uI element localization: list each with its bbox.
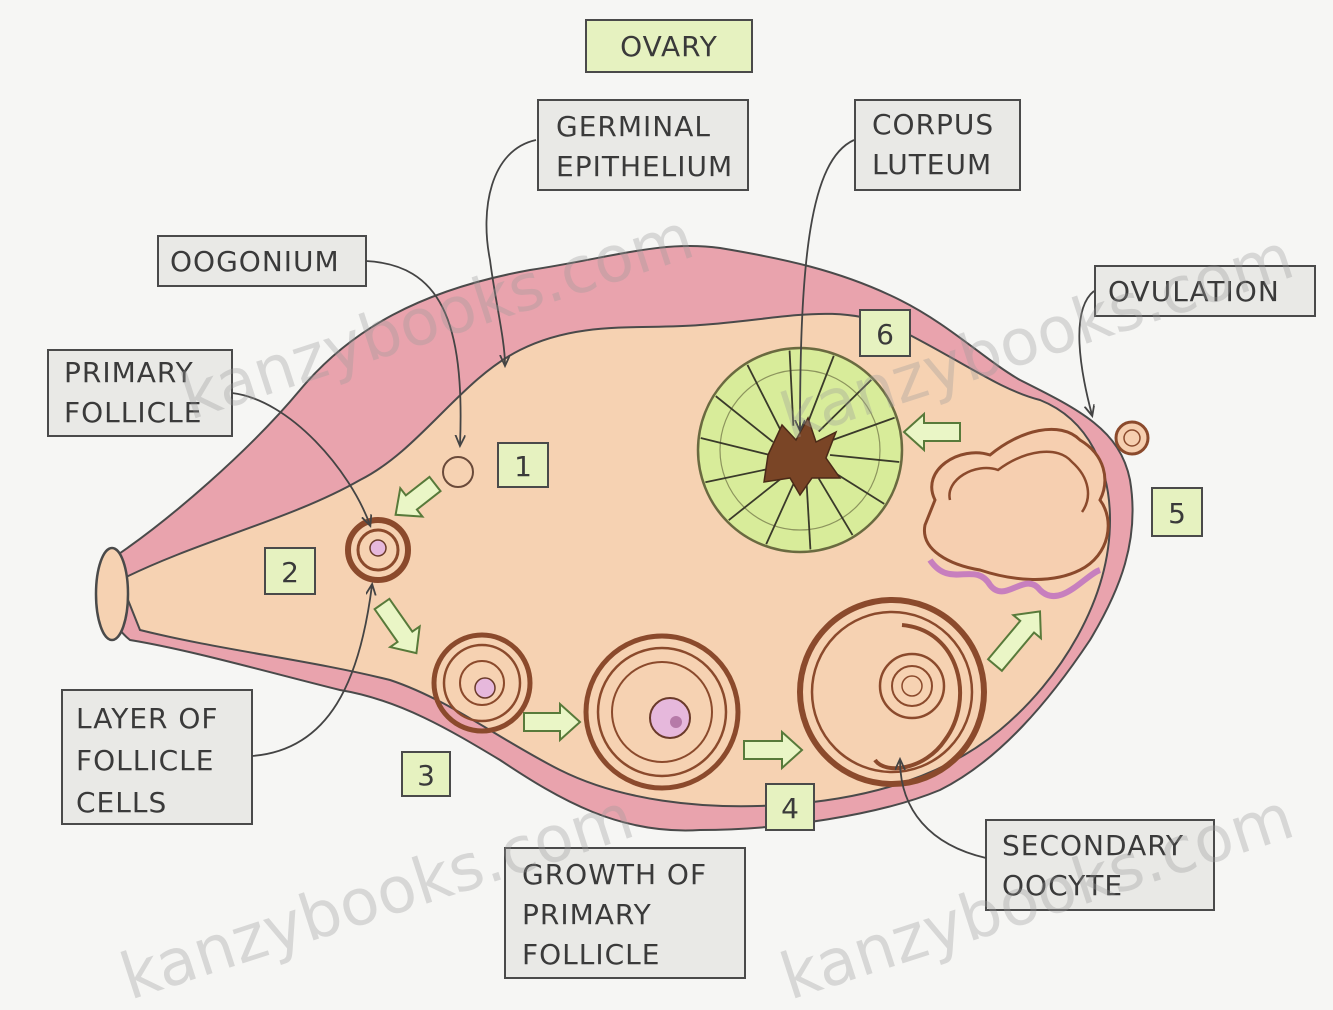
label-line: OOGONIUM [170,245,340,278]
title-box: OVARY [586,20,752,72]
label-line: GERMINAL [556,110,711,143]
step-number: 3 [417,759,435,792]
title-text: OVARY [620,30,718,63]
step-box-4: 4 [766,784,814,830]
step-box-1: 1 [498,443,548,487]
label-germinal-epithelium: GERMINAL EPITHELIUM [538,100,748,190]
label-line: LAYER OF [76,702,219,735]
oviduct-opening [96,548,128,640]
label-line: PRIMARY [522,898,652,931]
label-layer-of-follicle-cells: LAYER OF FOLLICLE CELLS [62,690,252,824]
primary-follicle [348,520,408,580]
label-line: FOLLICLE [522,938,660,971]
step-number: 4 [781,792,799,825]
label-corpus-luteum: CORPUS LUTEUM [855,100,1020,190]
label-line: LUTEUM [872,148,992,181]
label-line: CELLS [76,786,167,819]
step-box-5: 5 [1152,488,1202,536]
step-box-2: 2 [265,548,315,594]
step-number: 5 [1168,497,1186,530]
label-oogonium: OOGONIUM [158,236,366,286]
oogonium-cell [443,457,473,487]
label-line: FOLLICLE [76,744,214,777]
released-oocyte [1116,422,1148,454]
step-number: 2 [281,556,299,589]
step-box-3: 3 [402,752,450,796]
label-line: CORPUS [872,108,994,141]
label-line: FOLLICLE [64,396,202,429]
label-line: EPITHELIUM [556,150,733,183]
step-number: 1 [514,450,532,483]
